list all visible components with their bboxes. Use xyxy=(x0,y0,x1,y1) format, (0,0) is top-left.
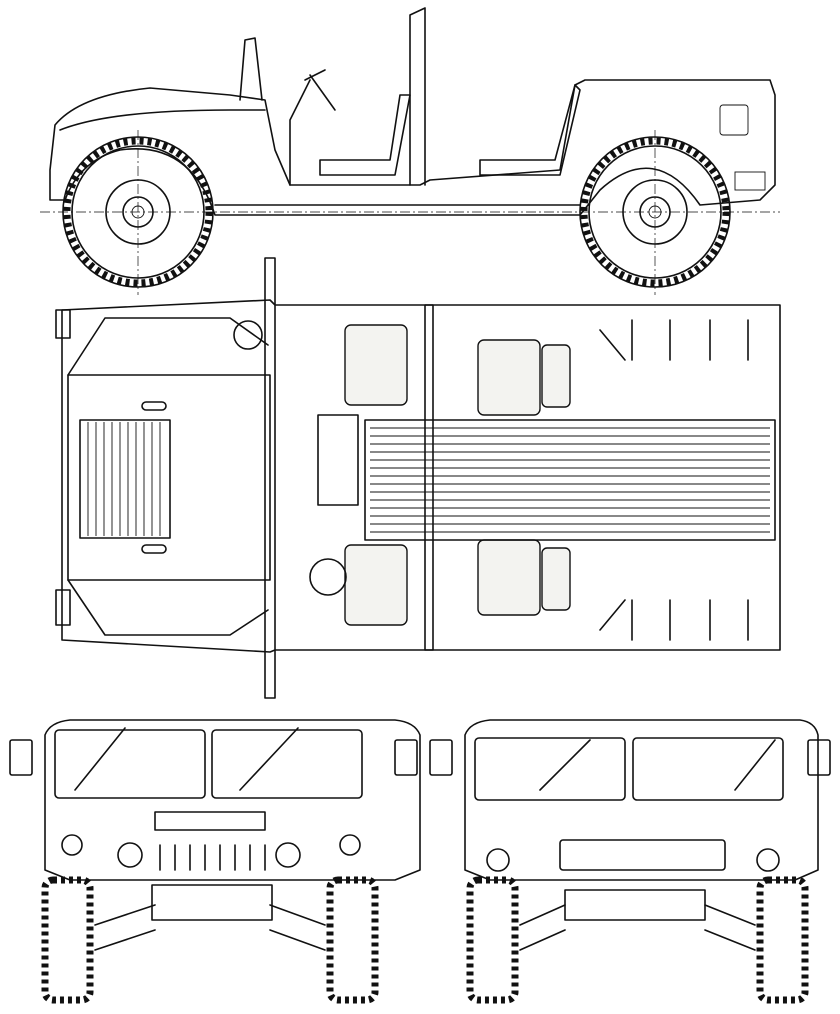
rear-tailgate-panel xyxy=(559,839,726,871)
front-suspension xyxy=(94,904,326,951)
top-seat-back-rear-right xyxy=(541,344,571,408)
rear-light-left xyxy=(486,848,510,872)
side-windshield-frame xyxy=(239,37,263,101)
side-hood-line xyxy=(59,109,266,131)
top-seat-front-right xyxy=(344,324,408,406)
rear-bumper xyxy=(564,889,706,921)
top-windshield-frame xyxy=(264,257,276,699)
side-centerlines xyxy=(40,130,780,295)
side-steering-wheel xyxy=(304,69,336,111)
front-marker-left xyxy=(61,834,83,856)
front-body-outline xyxy=(44,719,421,881)
top-tiedown-slots-upper xyxy=(599,319,749,361)
front-windshield-right xyxy=(211,729,363,799)
front-tire-left xyxy=(41,876,94,1004)
front-grille-slots xyxy=(159,844,266,871)
top-grille-slats xyxy=(87,422,161,536)
side-rear-panel-plate xyxy=(719,104,749,136)
top-air-intake xyxy=(233,320,263,350)
rear-tire-right xyxy=(756,876,809,1004)
top-seat-rear-left xyxy=(477,539,541,616)
top-headlight-left xyxy=(55,589,71,626)
front-windshield-left xyxy=(54,729,206,799)
front-bumper xyxy=(151,884,273,921)
top-center-pillar xyxy=(424,304,434,651)
rear-view xyxy=(429,719,831,1004)
top-seat-back-rear-left xyxy=(541,547,571,611)
side-view xyxy=(40,7,780,295)
top-cargo-slats xyxy=(370,427,770,533)
side-rear-seat xyxy=(479,84,581,176)
side-door-frame xyxy=(289,7,426,186)
side-rear-bumper-hitch xyxy=(734,171,766,191)
rear-window-left xyxy=(474,737,626,801)
rear-mirror-right xyxy=(807,739,831,776)
top-hood xyxy=(67,374,271,581)
top-seat-rear-right xyxy=(477,339,541,416)
top-fender-left xyxy=(67,317,269,376)
top-grille xyxy=(79,419,171,539)
top-body-outline xyxy=(61,299,781,653)
front-headlight-right xyxy=(275,842,301,868)
rear-wipers xyxy=(539,739,776,791)
front-tire-right xyxy=(326,876,379,1004)
top-cargo-bed xyxy=(364,419,776,541)
top-tiedown-slots-lower xyxy=(599,599,749,641)
top-hood-latch-lower xyxy=(141,544,167,554)
front-view xyxy=(9,719,421,1004)
top-center-console xyxy=(317,414,359,506)
top-fender-right xyxy=(67,579,269,636)
side-front-seat xyxy=(319,94,411,176)
front-grille-top xyxy=(154,811,266,831)
front-headlight-left xyxy=(117,842,143,868)
rear-tire-left xyxy=(466,876,519,1004)
rear-mirror-left xyxy=(429,739,453,776)
side-body-outline xyxy=(49,79,776,216)
top-steering-wheel xyxy=(309,558,347,596)
rear-suspension xyxy=(519,904,756,951)
top-view xyxy=(55,257,781,699)
front-mirror-right xyxy=(394,739,418,776)
rear-body-outline xyxy=(464,719,819,881)
rear-window-right xyxy=(632,737,784,801)
front-marker-right xyxy=(339,834,361,856)
front-wipers xyxy=(74,727,299,791)
top-seat-front-left xyxy=(344,544,408,626)
front-mirror-left xyxy=(9,739,33,776)
top-headlight-right xyxy=(55,309,71,339)
top-hood-latch-upper xyxy=(141,401,167,411)
rear-light-right xyxy=(756,848,780,872)
